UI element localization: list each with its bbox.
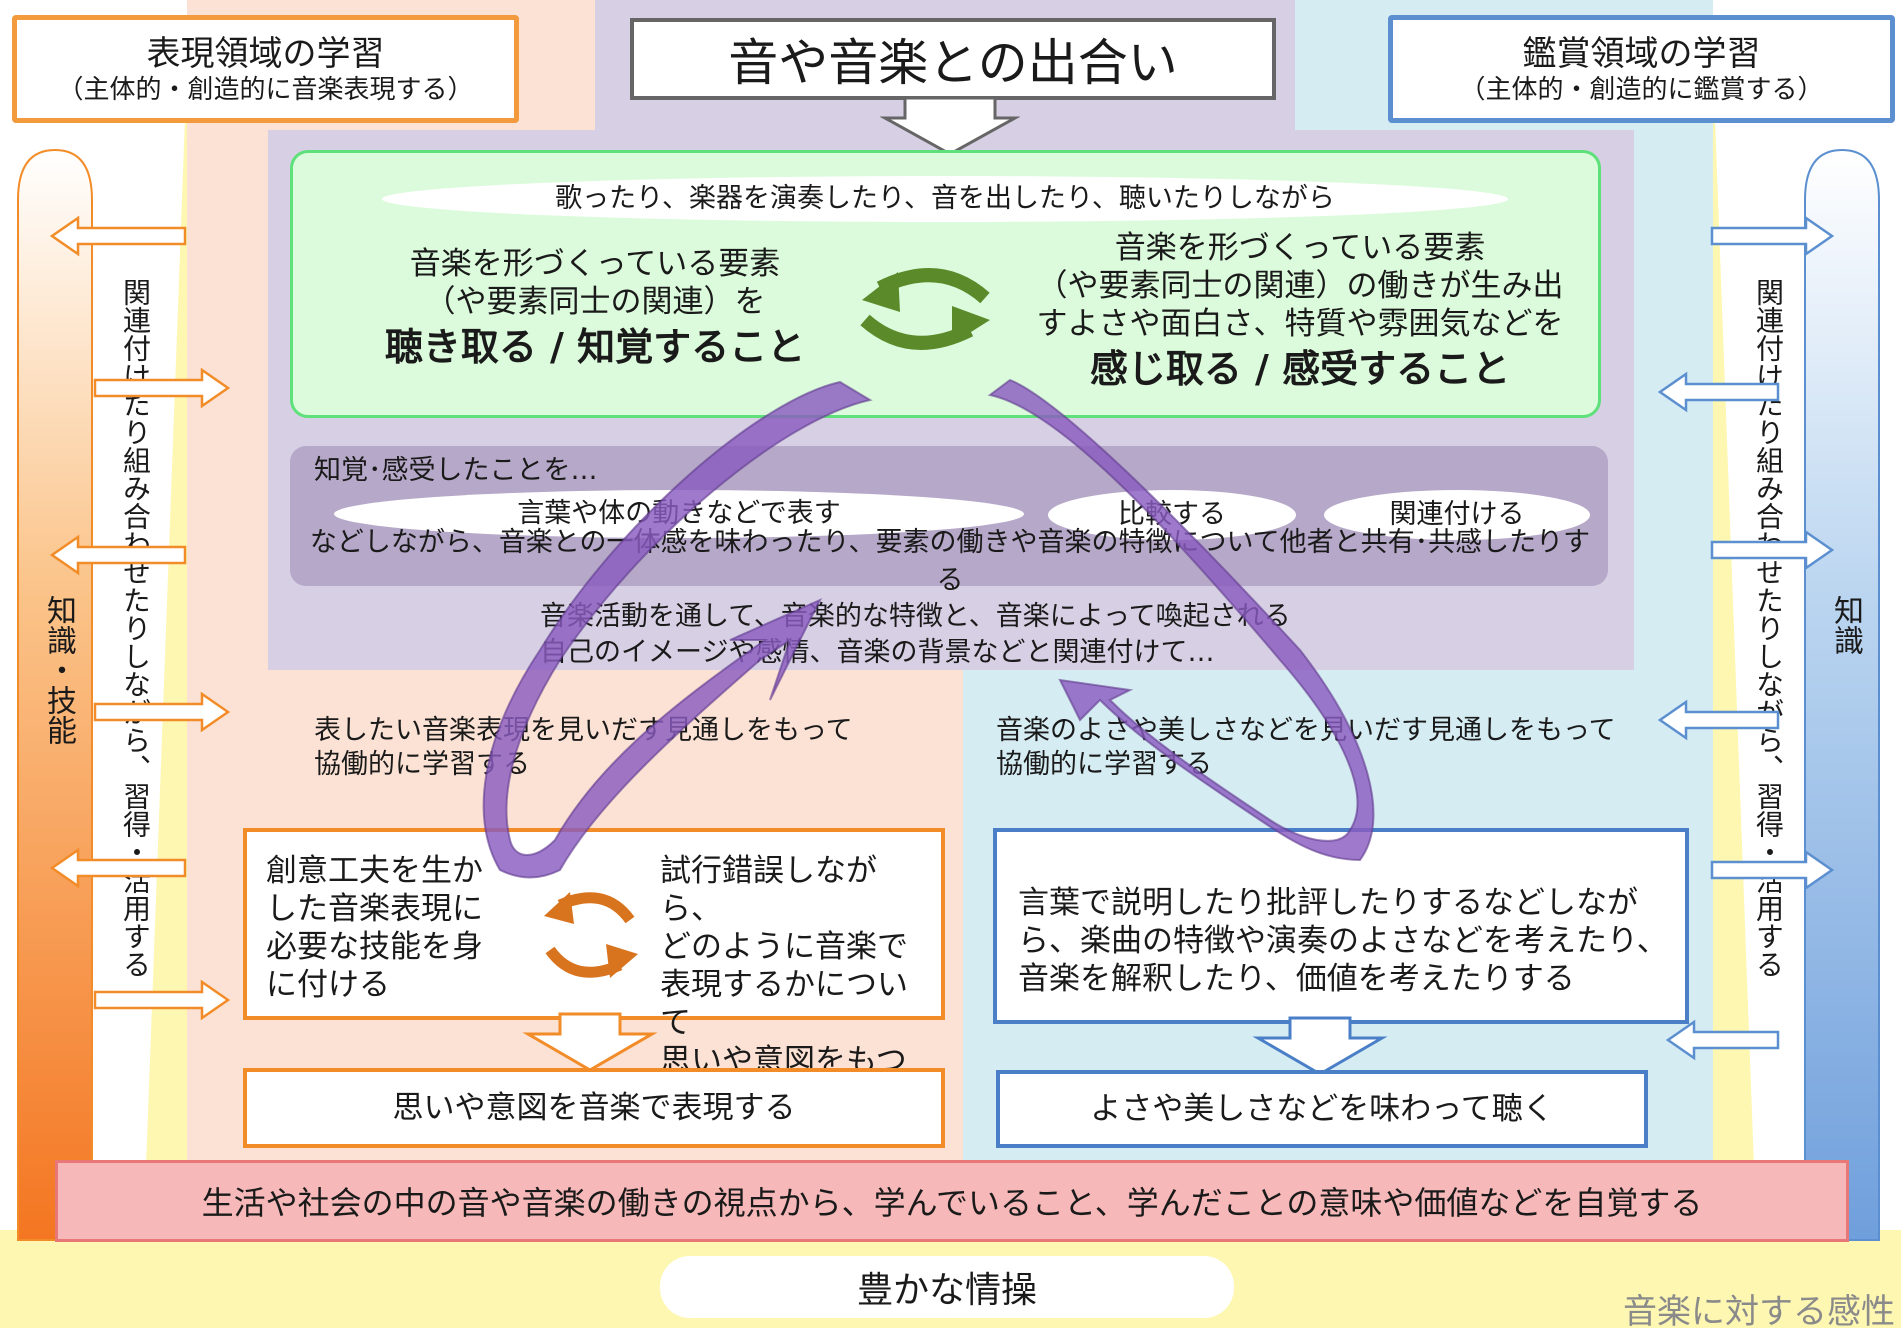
skill-line3: 必要な技能を身 (266, 929, 483, 965)
appreciation-area-header: 鑑賞領域の学習 （主体的・創造的に鑑賞する） (1388, 15, 1895, 123)
feel-bold: 感じ取る / 感受すること (1089, 346, 1511, 391)
perceive-line1: 音楽を形づくっている要素 (409, 246, 781, 282)
trial-line3: 表現するかについて (660, 967, 908, 1041)
appreciation-down-arrow (1252, 1016, 1388, 1076)
perceive-bold: 聴き取る / 知覚すること (384, 324, 806, 369)
awareness-bar: 生活や社会の中の音や音楽の働きの視点から、学んでいること、学んだことの意味や価値… (55, 1160, 1849, 1242)
page-title: 音や音楽との出合い (630, 18, 1276, 100)
appreciation-line1: 言葉で説明したり批評したりするなどしなが (1018, 885, 1638, 921)
perceive-line2: （や要素同士の関連）を (424, 284, 766, 320)
feel-line1: 音楽を形づくっている要素 (1114, 230, 1486, 266)
right-knowledge-label: 知識 (1828, 595, 1863, 655)
trial-text: 試行錯誤しながら、 どのように音楽で 表現するかについて 思いや意図をもつ (660, 852, 930, 1080)
sentiment-label: 豊かな情操 (660, 1256, 1234, 1318)
trial-line1: 試行錯誤しながら、 (660, 853, 877, 927)
appreciation-result-box: よさや美しさなどを味わって聴く (996, 1070, 1648, 1148)
expression-outlook-line1: 表したい音楽表現を見いだす見通しをもって (314, 715, 853, 746)
feel-line3: すよさや面白さ、特質や雰囲気などを (1036, 306, 1564, 342)
appreciation-text: 言葉で説明したり批評したりするなどしなが ら、楽曲の特徴や演奏のよさなどを考えた… (1018, 884, 1678, 998)
top-ellipse: 歌ったり、楽器を演奏したり、音を出したり、聴いたりしながら (382, 176, 1508, 222)
appreciation-outlook-line1: 音楽のよさや美しさなどを見いだす見通しをもって (996, 715, 1616, 746)
trial-line2: どのように音楽で (660, 929, 908, 965)
left-relate-label: 関連付けたり組み合わせたりしながら、習得・活用する (119, 278, 152, 978)
sharing-intro: 知覚･感受したことを… (314, 455, 598, 486)
skill-text: 創意工夫を生か した音楽表現に 必要な技能を身 に付ける (266, 852, 506, 1004)
expression-area-subtitle: （主体的・創造的に音楽表現する） (57, 75, 474, 105)
expression-result-box: 思いや意図を音楽で表現する (243, 1068, 945, 1148)
activity-line1: 音楽活動を通して、音楽的な特徴と、音楽によって喚起される (540, 601, 1291, 632)
appreciation-area-subtitle: （主体的・創造的に鑑賞する） (1459, 75, 1824, 105)
expression-area-header: 表現領域の学習 （主体的・創造的に音楽表現する） (12, 15, 519, 123)
skill-line2: した音楽表現に (266, 891, 483, 927)
left-knowledge-skill-label: 知識・技能 (41, 595, 76, 745)
green-cycle-icon (860, 268, 990, 350)
activity-line2: 自己のイメージや感情、音楽の背景などと関連付けて… (540, 637, 1215, 668)
right-relate-label: 関連付けたり組み合わせたりしながら、習得・活用する (1752, 278, 1785, 978)
feel-line2: （や要素同士の関連）の働きが生み出 (1036, 268, 1564, 304)
expression-outlook-line2: 協働的に学習する (314, 749, 530, 780)
title-down-arrow (880, 96, 1020, 156)
appreciation-outlook-line2: 協働的に学習する (996, 749, 1212, 780)
sensitivity-label: 音楽に対する感性 (1623, 1292, 1895, 1332)
appreciation-line2: ら、楽曲の特徴や演奏のよさなどを考えたり、 (1018, 923, 1668, 959)
expression-down-arrow (522, 1012, 658, 1072)
sharing-bottom-text: などしながら、音楽との一体感を味わったり、要素の働きや音楽の特徴について他者と共… (309, 527, 1591, 596)
appreciation-area-title: 鑑賞領域の学習 (1522, 34, 1761, 74)
skill-line1: 創意工夫を生か (266, 853, 483, 889)
skill-line4: に付ける (266, 967, 390, 1003)
orange-cycle-icon (544, 892, 638, 978)
appreciation-line3: 音楽を解釈したり、価値を考えたりする (1018, 961, 1575, 997)
expression-area-title: 表現領域の学習 (146, 34, 385, 74)
